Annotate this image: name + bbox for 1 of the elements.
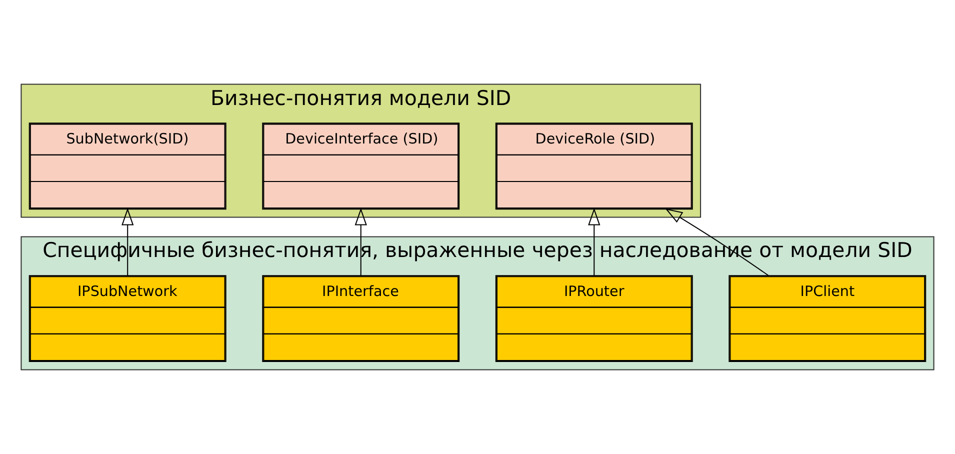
arrow xyxy=(665,208,769,276)
